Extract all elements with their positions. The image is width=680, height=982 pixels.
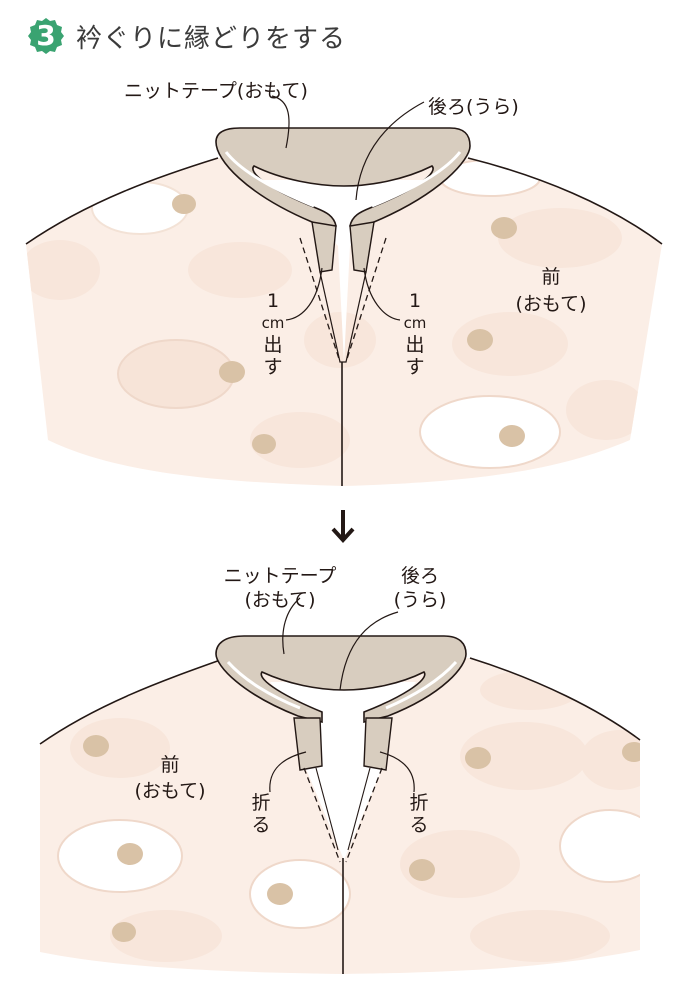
sheep-icon [188,242,292,298]
back-label-line1: 後ろ [400,565,439,587]
knit-tape-label: ニットテープ(おもて) [124,80,308,102]
top-neckline-diagram [25,95,663,486]
right-fold-char-1: 折 [409,792,429,814]
left-note-char-1: 1 [266,290,280,312]
down-arrow-icon [328,508,358,544]
right-note-char-2: cm [403,314,427,332]
sheep-icon [400,830,520,898]
back-label: 後ろ(うら) [428,96,519,118]
right-note-char-4: す [405,356,425,378]
knit-tape-label-line2: (おもて) [244,589,316,611]
front-label-bottom: 前 (おもて) [120,752,220,804]
left-note-char-2: cm [261,314,285,332]
knit-tape-label-bottom: ニットテープ (おもて) [200,564,360,612]
right-fold-note: 折 る [406,792,432,836]
sheep-icon [491,208,622,268]
left-1cm-note: 1 cm 出 す [260,290,286,378]
back-label-bottom: 後ろ (うら) [380,564,460,612]
left-note-char-4: す [263,356,283,378]
tape-tail-left [311,221,337,273]
knit-tape-label-line1: ニットテープ [223,565,337,587]
bottom-neckline-diagram [39,597,641,974]
sheep-icon [452,312,568,376]
step-number: 3 [36,19,56,52]
front-label: 前 (おもて) [506,262,596,316]
back-label-line2: (うら) [393,589,447,611]
tape-tail-right [349,221,375,273]
sheep-icon [57,819,183,893]
step-header: 3 衿ぐりに縁どりをする [26,14,346,58]
sheep-icon [480,670,580,710]
sheep-icon [249,859,351,929]
sheep-icon [26,240,100,300]
step-badge-shape [28,18,64,54]
front-label-bottom-line2: (おもて) [134,780,206,802]
sheep-icon [559,809,640,883]
sheep-icon [419,395,561,469]
front-label-line2: (おもて) [515,293,587,315]
sheep-icon [566,380,646,440]
right-note-char-3: 出 [405,334,425,356]
back-inside [262,180,424,362]
sheep-icon [250,412,350,468]
left-fold-char-1: 折 [251,792,271,814]
left-note-char-3: 出 [263,334,283,356]
left-fold-char-2: る [251,814,271,836]
front-label-line1: 前 [541,266,561,288]
folded-tab-left [293,717,323,771]
right-fold-char-2: る [409,814,429,836]
sheep-icon [460,722,588,790]
right-1cm-note: 1 cm 出 す [402,290,428,378]
knit-tape-collar [215,127,471,233]
front-label-bottom-line1: 前 [160,754,180,776]
sheep-icon [470,910,610,962]
sheep-icon [580,730,640,790]
sheep-icon [117,339,245,409]
step-badge: 3 [26,16,66,56]
left-fold-note: 折 る [248,792,274,836]
folded-tab-right [363,717,393,771]
sheep-icon [70,718,170,778]
sheep-icon [110,910,222,962]
page-title: 衿ぐりに縁どりをする [76,23,347,54]
right-note-char-1: 1 [408,290,422,312]
